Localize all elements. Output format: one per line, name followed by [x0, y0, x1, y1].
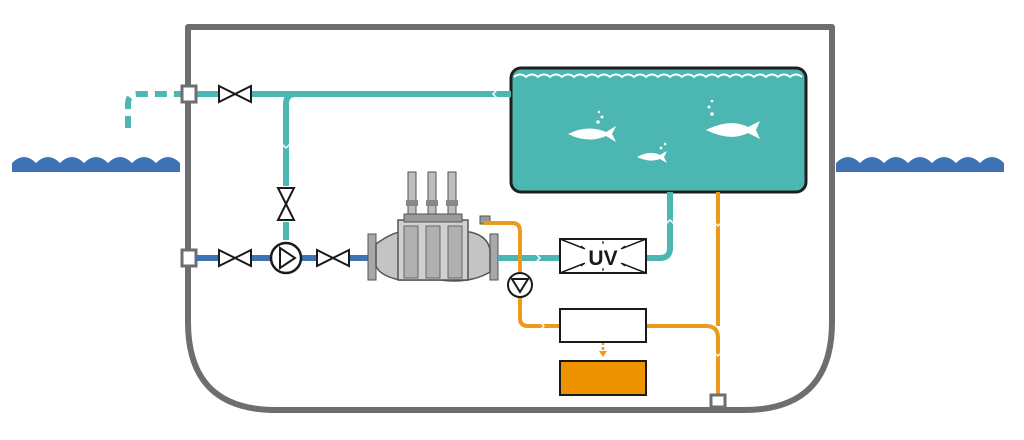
- sludge-tank: [559, 360, 647, 396]
- hull-sea-chest-flange: [180, 248, 198, 268]
- flow-arrow: [281, 143, 291, 150]
- non-return-valve-icon[interactable]: [507, 272, 533, 298]
- backwash-line: [484, 192, 720, 395]
- overboard-discharge-flange: [709, 393, 727, 409]
- valve-icon[interactable]: [276, 187, 296, 221]
- flow-arrow: [713, 221, 723, 227]
- sludge-separator[interactable]: [559, 308, 647, 343]
- water-tank: [509, 66, 808, 194]
- backwash-filter-icon[interactable]: [367, 171, 499, 282]
- flow-arrow: [713, 351, 723, 357]
- supply-line: [125, 91, 511, 240]
- sea-wave-left: [12, 157, 180, 172]
- fish-icon: [706, 99, 760, 139]
- flow-arrow: [599, 351, 607, 357]
- uv-label: UV: [588, 247, 617, 270]
- flow-arrow: [535, 253, 542, 263]
- sea-wave-right: [836, 157, 1004, 172]
- valve-icon[interactable]: [316, 248, 350, 268]
- flow-arrow: [665, 218, 675, 225]
- flow-arrow: [491, 89, 498, 99]
- flow-arrow: [539, 321, 545, 331]
- valve-icon[interactable]: [218, 84, 252, 104]
- fish-icon: [637, 142, 667, 163]
- uv-lamp-icon[interactable]: [559, 238, 647, 274]
- treated-water-line: [498, 192, 673, 261]
- tank-water-surface: [513, 73, 803, 79]
- hull-inlet-flange: [180, 84, 198, 104]
- circulation-pump-icon[interactable]: [269, 241, 303, 275]
- ship-hull: [185, 24, 835, 413]
- valve-icon[interactable]: [218, 248, 252, 268]
- fish-icon: [568, 110, 616, 142]
